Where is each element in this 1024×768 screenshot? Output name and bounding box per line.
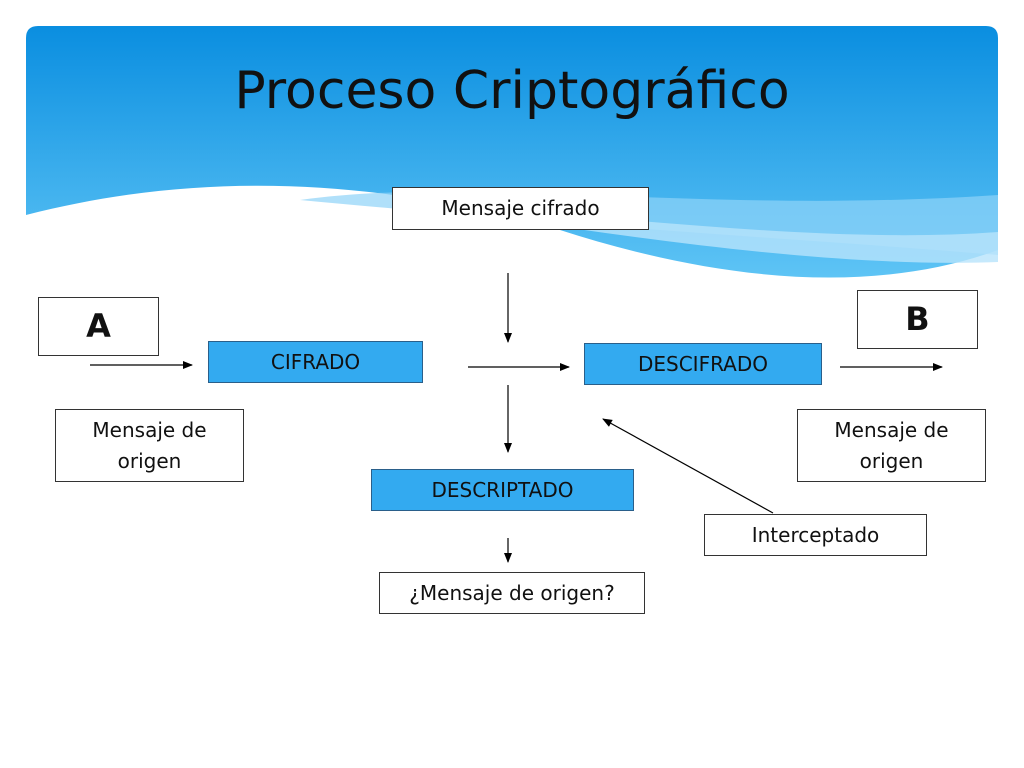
intercepted-label: Interceptado	[751, 522, 880, 547]
intercepted-box: Interceptado	[704, 514, 927, 556]
decipher-process-label: DESCIFRADO	[637, 351, 768, 376]
cipher-process-box: CIFRADO	[208, 341, 423, 383]
decrypted-process-box: DESCRIPTADO	[371, 469, 634, 511]
decrypted-process-label: DESCRIPTADO	[431, 477, 574, 502]
source-question-label: ¿Mensaje de origen?	[409, 580, 615, 605]
source-message-b-label: Mensaje de origen	[834, 417, 949, 473]
arrow-interceptado-to-descifrado	[602, 418, 774, 514]
decipher-process-box: DESCIFRADO	[584, 343, 822, 385]
cipher-message-label: Mensaje cifrado	[441, 196, 600, 220]
party-b-label: B	[905, 300, 930, 338]
cipher-process-label: CIFRADO	[270, 349, 361, 374]
source-question-box: ¿Mensaje de origen?	[379, 572, 645, 614]
source-message-a-label: Mensaje de origen	[92, 417, 207, 473]
party-b-box: B	[857, 290, 978, 349]
source-message-a-box: Mensaje de origen	[55, 409, 244, 482]
source-message-b-box: Mensaje de origen	[797, 409, 986, 482]
party-a-label: A	[86, 307, 111, 345]
cipher-message-box: Mensaje cifrado	[392, 187, 649, 230]
slide-title: Proceso Criptográfico	[234, 61, 790, 121]
party-a-box: A	[38, 297, 159, 356]
